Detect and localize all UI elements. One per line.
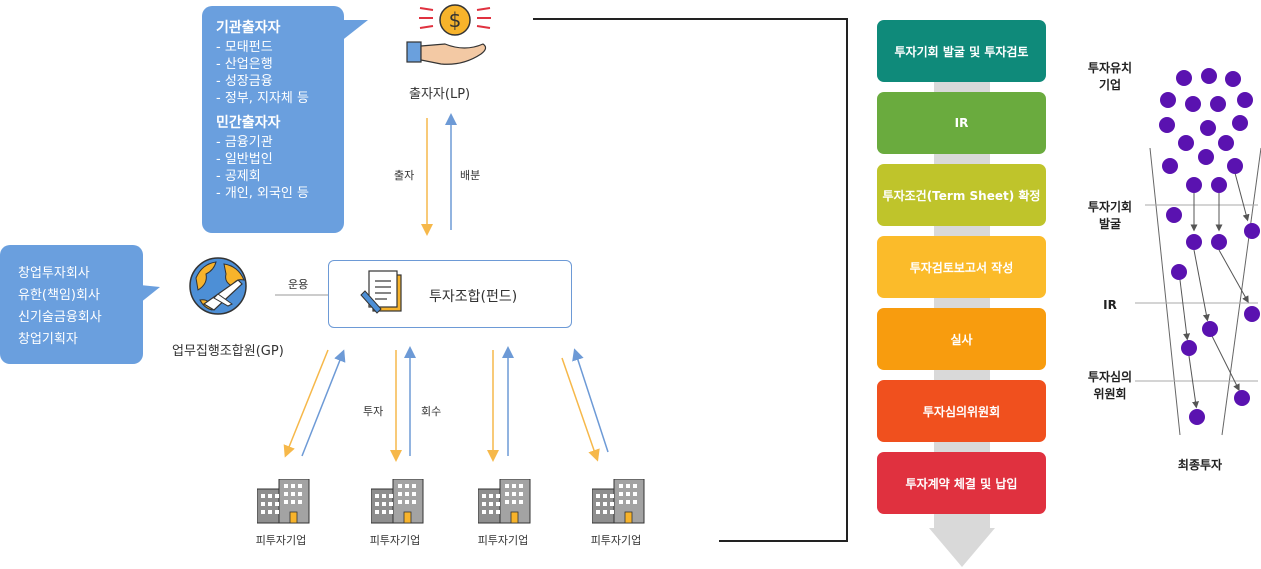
institutional-item: - 모태펀드 [216,40,273,55]
document-pen-icon [360,270,402,314]
funnel-dot [1159,117,1175,133]
gp-bubble: 창업투자회사 유한(책임)회사 신기술금융회사 창업기획자 [0,245,143,364]
gp-type: 유한(책임)회사 [18,288,100,303]
funnel-dot [1166,207,1182,223]
company-building-icon [592,479,645,524]
fund-box: 투자조합(펀드) [328,260,572,328]
funnel-label-committee: 투자심의 위원회 [1087,370,1133,401]
funnel-dot [1198,149,1214,165]
fund-label: 투자조합(펀드) [429,289,518,305]
funnel-dot [1244,306,1260,322]
company-building-icon [478,479,531,524]
gp-type: 창업투자회사 [18,266,90,281]
operation-label: 운용 [288,278,309,291]
funnel-dot [1160,92,1176,108]
gp-bubble-tail [140,285,160,303]
company-building-icon [371,479,424,524]
funnel-dots [1159,68,1260,425]
institutional-item: - 산업은행 [216,57,273,72]
gp-type: 창업기획자 [18,332,78,347]
funnel-dot [1171,264,1187,280]
stage-ir: IR [877,92,1046,154]
funnel-dot [1176,70,1192,86]
institutional-item: - 정부, 지자체 등 [216,91,309,106]
stage-contract: 투자계약 체결 및 납입 [877,452,1046,514]
recovery-label: 회수 [421,405,442,418]
funnel-dot [1211,177,1227,193]
company-label: 피투자기업 [369,534,421,547]
money-hand-icon: $ [406,4,491,65]
funnel-dot [1244,223,1260,239]
stage-due-diligence: 실사 [877,308,1046,370]
stage-committee: 투자심의위원회 [877,380,1046,442]
funnel-dot [1185,96,1201,112]
funnel-dot [1186,177,1202,193]
company-label: 피투자기업 [590,534,642,547]
funnel-dot [1202,321,1218,337]
funnel-label-sourcing: 투자기회 발굴 [1087,200,1133,231]
gp-type: 신기술금융회사 [18,310,102,325]
private-item: - 공제회 [216,169,261,184]
institutional-item: - 성장금융 [216,74,273,89]
distribution-label: 배분 [460,169,481,182]
funnel-dot [1232,115,1248,131]
contribution-label: 출자 [394,169,415,182]
private-title: 민간출자자 [216,115,281,131]
stage-term-sheet: 투자조건(Term Sheet) 확정 [877,164,1046,226]
funnel-dot [1225,71,1241,87]
private-item: - 금융기관 [216,135,273,150]
globe-airplane-icon [189,257,247,315]
funnel-label-final: 최종투자 [1177,458,1223,472]
private-item: - 일반법인 [216,152,273,167]
funnel-label-ir: IR [1103,298,1117,312]
funnel-dot [1189,409,1205,425]
funnel-label-candidates: 투자유치 기업 [1087,61,1133,92]
funnel-dot [1162,158,1178,174]
stage-deal-sourcing: 투자기회 발굴 및 투자검토 [877,20,1046,82]
company-building-icon [257,479,310,524]
funnel-dot [1178,135,1194,151]
funnel-dot [1201,68,1217,84]
stage-review-report: 투자검토보고서 작성 [877,236,1046,298]
gp-label: 업무집행조합원(GP) [172,344,284,359]
funnel-dot [1211,234,1227,250]
lp-bubble: 기관출자자 - 모태펀드 - 산업은행 - 성장금융 - 정부, 지자체 등 민… [202,6,344,233]
investment-label: 투자 [363,405,384,418]
company-label: 피투자기업 [255,534,307,547]
funnel-dot [1186,234,1202,250]
institutional-title: 기관출자자 [216,20,281,36]
bracket-line [533,18,848,542]
funnel-dot [1181,340,1197,356]
funnel-dot [1218,135,1234,151]
lp-label: 출자자(LP) [409,87,471,102]
funnel-dot [1237,92,1253,108]
company-label: 피투자기업 [477,534,529,547]
funnel-dot [1234,390,1250,406]
funnel-dot [1200,120,1216,136]
funnel-dot [1227,158,1243,174]
lp-bubble-tail [340,20,368,42]
funnel-dot [1210,96,1226,112]
private-item: - 개인, 외국인 등 [216,186,309,201]
svg-text:$: $ [449,8,462,32]
